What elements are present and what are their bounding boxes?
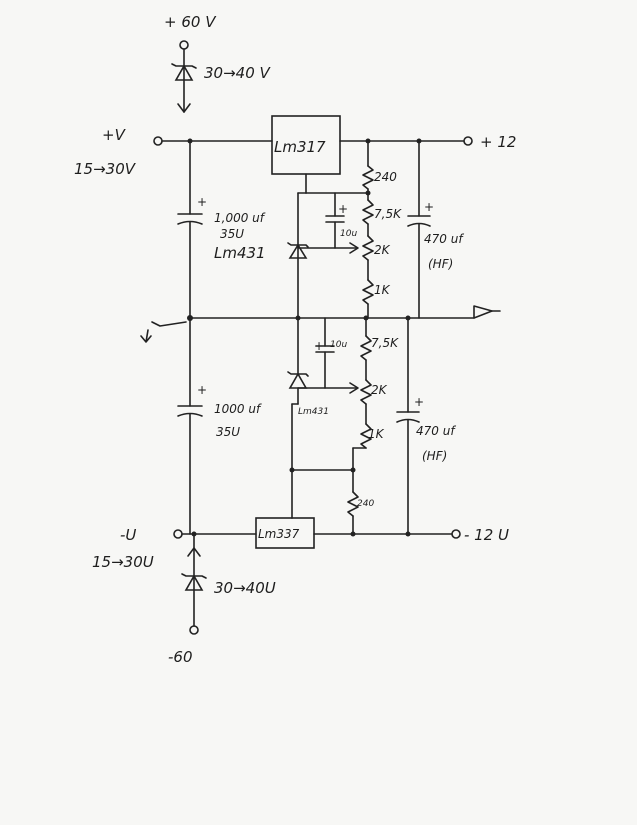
label-cap-out-top: 470 uf bbox=[424, 232, 464, 246]
lm337-regulator bbox=[255, 517, 315, 549]
label-minus60: -60 bbox=[168, 648, 193, 666]
zener-diode-bottom bbox=[181, 573, 207, 591]
label-cap-bottom-voltage: 35U bbox=[216, 425, 240, 439]
plus-v-terminal bbox=[153, 136, 163, 146]
ground-symbol bbox=[140, 321, 187, 343]
minus12-terminal bbox=[451, 529, 461, 539]
label-zener-bottom: 30→40U bbox=[214, 579, 276, 597]
label-r75k-top: 7,5K bbox=[374, 207, 402, 221]
lm431-shunt-top bbox=[287, 242, 309, 259]
label-minus-v: -U bbox=[120, 526, 136, 544]
label-cap-out-bottom-plus: + bbox=[414, 395, 424, 409]
label-r240-bottom: 240 bbox=[357, 499, 374, 509]
label-r240-top: 240 bbox=[374, 170, 397, 184]
label-cap-small-top: 10u bbox=[340, 229, 357, 239]
label-cap-small-top-plus: + bbox=[338, 202, 348, 216]
label-plus12: + 12 bbox=[480, 133, 516, 151]
plus12-terminal bbox=[463, 136, 473, 146]
arrow-bottom bbox=[187, 547, 201, 557]
label-lm337: Lm337 bbox=[258, 527, 300, 541]
label-hf-top: (HF) bbox=[428, 257, 453, 271]
plus60-terminal bbox=[179, 40, 189, 50]
resistor-7-5k-bottom bbox=[360, 335, 372, 361]
label-hf-bottom: (HF) bbox=[422, 449, 447, 463]
minus-v-terminal bbox=[173, 529, 183, 539]
label-pot2k-top: 2K bbox=[374, 243, 391, 257]
label-lm431-top: Lm431 bbox=[214, 244, 266, 262]
label-pot2k-bottom: 2K bbox=[371, 383, 388, 397]
label-lm431-bottom: Lm431 bbox=[298, 407, 329, 417]
potentiometer-2k-top bbox=[362, 235, 374, 261]
label-r75k-bottom: 7,5K bbox=[371, 336, 399, 350]
resistor-240-top bbox=[362, 165, 374, 190]
label-range-bottom: 15→30U bbox=[92, 553, 154, 571]
label-cap-out-bottom: 470 uf bbox=[416, 424, 456, 438]
label-cap-bottom-plus: + bbox=[197, 383, 207, 397]
capacitor-10u-top bbox=[325, 215, 345, 223]
label-cap-out-top-plus: + bbox=[424, 200, 434, 214]
resistor-1k-bottom bbox=[360, 423, 372, 449]
label-cap-top-plus: + bbox=[197, 195, 207, 209]
lm431-shunt-bottom bbox=[287, 371, 309, 389]
label-cap-small-bottom-plus: + bbox=[314, 339, 324, 353]
label-cap-small-bottom: 10u bbox=[330, 340, 347, 350]
label-r1k-bottom: 1K bbox=[368, 427, 385, 441]
potentiometer-2k-bottom bbox=[360, 379, 372, 405]
label-lm317: Lm317 bbox=[274, 138, 326, 156]
label-plus-v: +V bbox=[102, 126, 127, 144]
label-cap-top-value: 1,000 uf bbox=[214, 211, 266, 225]
label-range-top: 15→30V bbox=[74, 160, 137, 178]
label-plus60: + 60 V bbox=[164, 13, 217, 31]
label-cap-bottom-value: 1000 uf bbox=[214, 402, 262, 416]
ground-output-symbol bbox=[473, 305, 501, 319]
label-zener-top: 30→40 V bbox=[204, 64, 272, 82]
resistor-240-bottom bbox=[347, 491, 359, 517]
zener-diode-top bbox=[171, 63, 197, 81]
arrow-top bbox=[177, 103, 191, 113]
label-minus12: - 12 U bbox=[464, 526, 509, 544]
label-cap-top-voltage: 35U bbox=[220, 227, 244, 241]
resistor-7-5k-top bbox=[362, 199, 374, 225]
resistor-1k-top bbox=[362, 279, 374, 305]
label-r1k-top: 1K bbox=[374, 283, 391, 297]
minus60-terminal bbox=[189, 625, 199, 635]
